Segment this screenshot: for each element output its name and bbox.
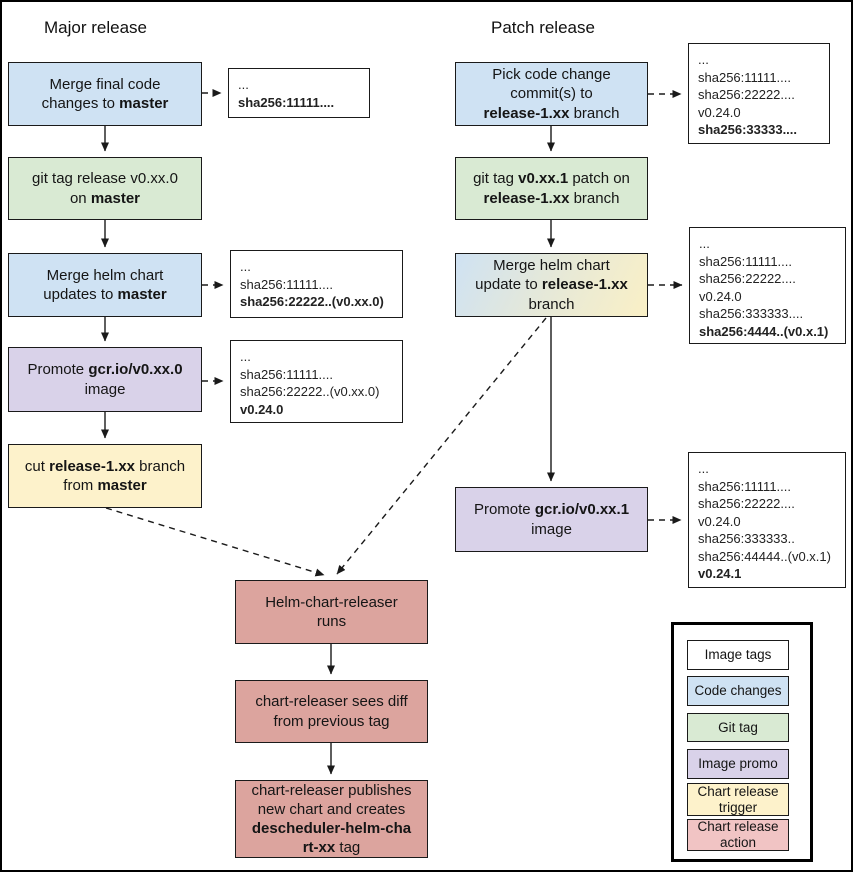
legend: Image tags Code changes Git tag Image pr…: [671, 622, 813, 862]
annotation-patch-helm-tags: ...sha256:11111....sha256:22222....v0.24…: [689, 227, 846, 344]
annotation-major-helm-tags: ...sha256:11111....sha256:22222..(v0.xx.…: [230, 250, 403, 318]
patch-release-title: Patch release: [491, 18, 595, 37]
flow-box-pick-code-change: Pick code change commit(s) to release-1.…: [455, 62, 648, 126]
flow-box-promote-v0xx1: Promote gcr.io/v0.xx.1 image: [455, 487, 648, 552]
legend-item-git-tag: Git tag: [687, 713, 789, 742]
flow-box-git-tag-release: git tag release v0.xx.0 on master: [8, 157, 202, 220]
flow-box-releaser-runs: Helm-chart-releaser runs: [235, 580, 428, 644]
flow-box-releaser-publish: chart-releaser publishes new chart and c…: [235, 780, 428, 858]
legend-item-image-tags: Image tags: [687, 640, 789, 670]
major-release-title: Major release: [44, 18, 147, 37]
legend-item-chart-release-trigger: Chart release trigger: [687, 783, 789, 816]
flow-box-merge-helm-release: Merge helm chart update to release-1.xx …: [455, 253, 648, 317]
flow-box-cut-release-branch: cut release-1.xx branch from master: [8, 444, 202, 508]
flow-box-merge-final-code: Merge final code changes to master: [8, 62, 202, 126]
annotation-patch-code-tags: ...sha256:11111....sha256:22222....v0.24…: [688, 43, 830, 144]
legend-item-image-promo: Image promo: [687, 749, 789, 779]
flow-box-releaser-diff: chart-releaser sees diff from previous t…: [235, 680, 428, 743]
annotation-patch-promote-tags: ...sha256:11111....sha256:22222....v0.24…: [688, 452, 846, 588]
dashed-arrow-merge-to-releaser: [336, 317, 547, 575]
annotation-major-code-tags: ...sha256:11111....: [228, 68, 370, 118]
annotation-major-promote-tags: ...sha256:11111....sha256:22222..(v0.xx.…: [230, 340, 403, 423]
flow-box-promote-v0xx0: Promote gcr.io/v0.xx.0 image: [8, 347, 202, 412]
legend-item-code-changes: Code changes: [687, 676, 789, 706]
flow-box-git-tag-patch: git tag v0.xx.1 patch on release-1.xx br…: [455, 157, 648, 220]
legend-item-chart-release-action: Chart release action: [687, 819, 789, 851]
dashed-arrow-cut-to-releaser: [105, 507, 325, 577]
flow-box-merge-helm-master: Merge helm chart updates to master: [8, 253, 202, 317]
